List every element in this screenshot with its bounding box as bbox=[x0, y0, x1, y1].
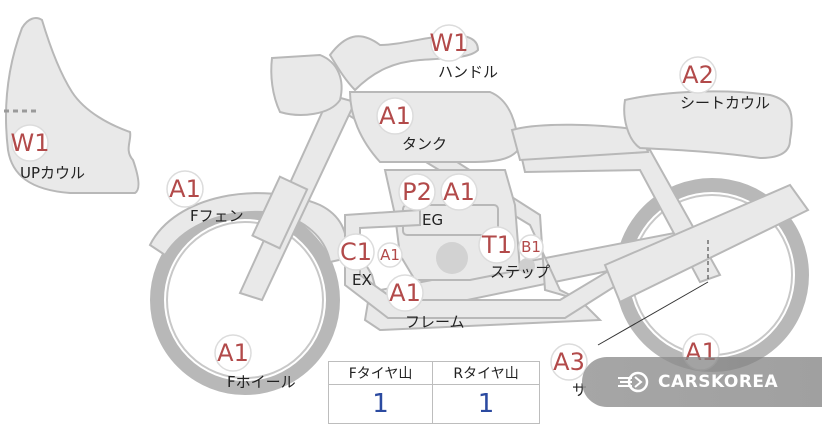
label-exhaust: EX bbox=[352, 271, 372, 289]
badge-up-cowl-text: W1 bbox=[11, 129, 50, 157]
tire-tread-table: Fタイヤ山 Rタイヤ山 1 1 bbox=[327, 361, 540, 424]
fork-cover-part bbox=[251, 175, 309, 250]
muffler-leader-line bbox=[597, 281, 709, 346]
badge-up-cowl: W1 bbox=[11, 124, 50, 162]
badge-frame-text: A1 bbox=[389, 279, 421, 307]
carskorea-logo-icon bbox=[618, 371, 649, 393]
badge-engine-2: A1 bbox=[440, 173, 478, 211]
label-up-cowl: UPカウル bbox=[20, 164, 85, 182]
label-tank: タンク bbox=[402, 135, 447, 153]
step-peg-circle bbox=[519, 258, 535, 274]
badge-front-wheel: A1 bbox=[214, 334, 252, 372]
badge-tank-text: A1 bbox=[379, 102, 411, 130]
badge-seat-cowl-text: A2 bbox=[682, 61, 714, 89]
watermark-text: CARSKOREA bbox=[658, 372, 779, 392]
badge-front-wheel-text: A1 bbox=[217, 339, 249, 367]
front-tire-header: Fタイヤ山 bbox=[327, 361, 434, 385]
rear-tire-value: 1 bbox=[432, 384, 540, 424]
badge-engine-1: P2 bbox=[398, 173, 436, 211]
label-step: ステップ bbox=[490, 263, 550, 281]
table-row: 1 1 bbox=[327, 384, 540, 424]
badge-exhaust-2: A1 bbox=[377, 242, 403, 268]
badge-front-fender: A1 bbox=[166, 170, 204, 208]
table-header-row: Fタイヤ山 Rタイヤ山 bbox=[327, 361, 540, 385]
badge-frame: A1 bbox=[386, 274, 424, 312]
front-wheel-rim bbox=[166, 221, 324, 379]
label-handle: ハンドル bbox=[438, 63, 498, 81]
badge-front-fender-text: A1 bbox=[169, 175, 201, 203]
badge-muffler: A3 bbox=[550, 343, 588, 381]
badge-step-2: B1 bbox=[518, 234, 544, 260]
badge-tank: A1 bbox=[376, 97, 414, 135]
badge-engine-1-text: P2 bbox=[402, 178, 432, 206]
front-tire-value: 1 bbox=[327, 384, 434, 424]
seat-cowl-part bbox=[623, 90, 793, 160]
badge-seat-cowl: A2 bbox=[679, 56, 717, 94]
badge-step-2-text: B1 bbox=[521, 238, 541, 256]
badge-muffler-text: A3 bbox=[553, 348, 585, 376]
label-frame: フレーム bbox=[405, 313, 465, 331]
badge-exhaust-1: C1 bbox=[337, 233, 375, 271]
badge-handle: W1 bbox=[430, 24, 469, 62]
rear-frame-part bbox=[518, 149, 722, 284]
badge-exhaust-2-text: A1 bbox=[380, 246, 400, 264]
rear-tire-header: Rタイヤ山 bbox=[432, 361, 540, 385]
label-engine: EG bbox=[422, 211, 443, 229]
engine-cover-circle bbox=[436, 242, 468, 274]
watermark-banner: CARSKOREA bbox=[582, 357, 822, 407]
badge-exhaust-1-text: C1 bbox=[340, 238, 372, 266]
label-front-wheel: Fホイール bbox=[227, 373, 296, 391]
headlight-part bbox=[270, 53, 343, 116]
label-front-fender: Fフェン bbox=[190, 207, 244, 225]
badge-step-1-text: T1 bbox=[481, 231, 512, 259]
badge-handle-text: W1 bbox=[430, 29, 469, 57]
label-seat-cowl: シートカウル bbox=[680, 94, 770, 112]
badge-engine-2-text: A1 bbox=[443, 178, 475, 206]
badge-step-1: T1 bbox=[478, 226, 516, 264]
muffler-part bbox=[603, 183, 810, 304]
exhaust-pipe-part bbox=[344, 208, 619, 319]
